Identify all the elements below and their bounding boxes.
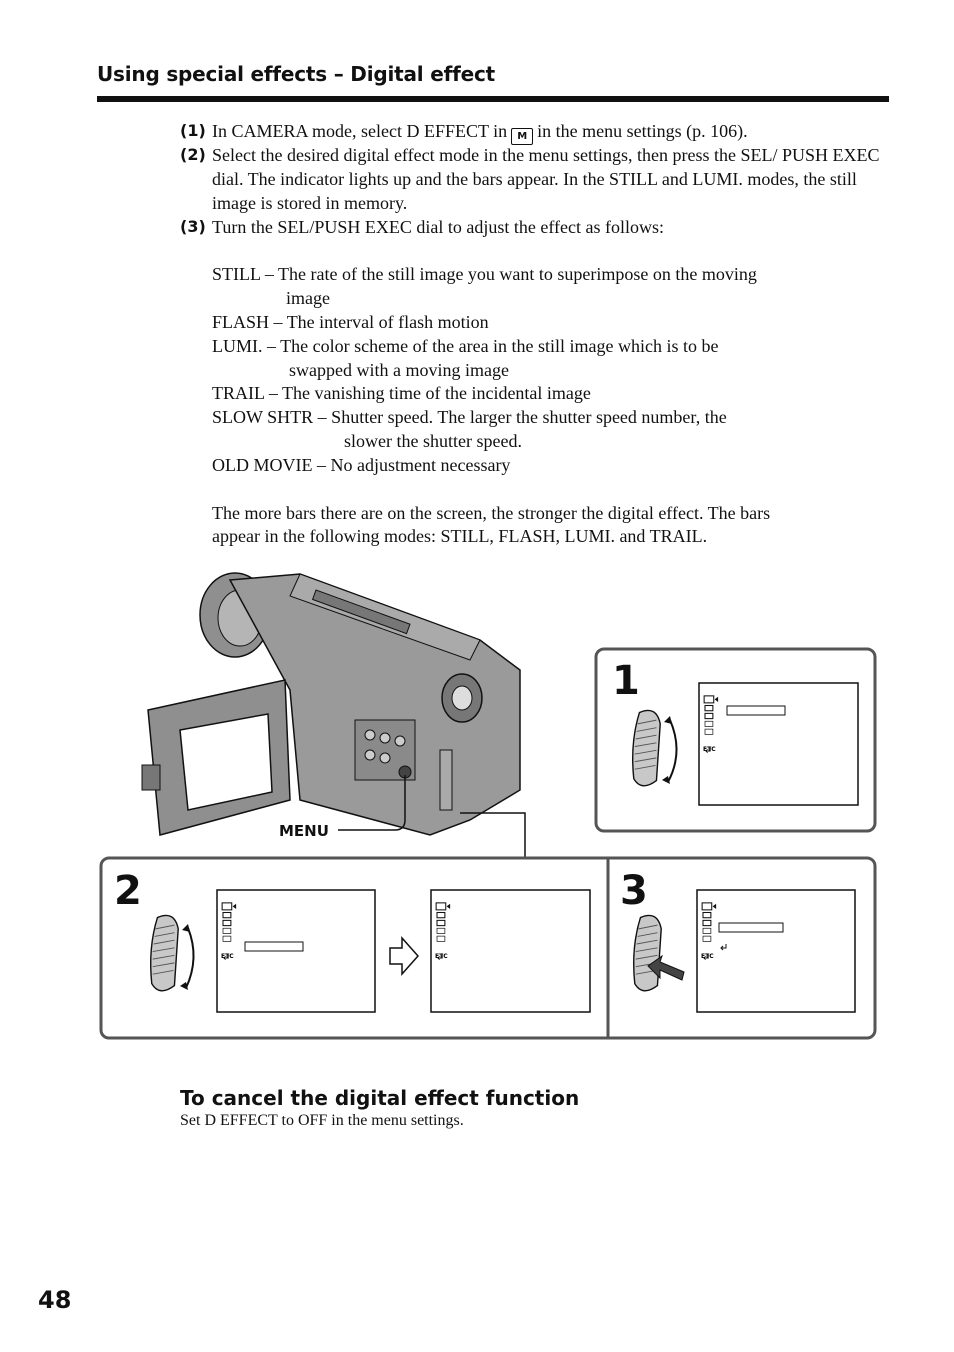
menu-screen [696,889,856,1013]
effect-lumi: LUMI. – The color scheme of the area in … [212,336,719,356]
title-rule [97,96,889,102]
camera-menu-icon: M [511,128,534,145]
step-number: (3) [180,217,206,236]
panel-number-3: 3 [620,868,648,914]
menu-screen [698,682,859,806]
panel-number-2: 2 [114,868,142,914]
menu-screen [430,889,591,1013]
etc-label: ETC [221,953,234,960]
step-text-part: In CAMERA mode, select D EFFECT in [212,121,508,141]
bars-note: The more bars there are on the screen, t… [212,503,771,523]
etc-label: ETC [435,953,448,960]
camcorder-illustration [141,572,521,836]
step-number: (1) [180,121,206,140]
etc-label: ETC [701,953,714,960]
effect-still-cont: image [286,288,330,308]
effect-trail: TRAIL – The vanishing time of the incide… [212,383,591,403]
step-text: Turn the SEL/PUSH EXEC dial to adjust th… [212,217,664,237]
dial-icon [149,914,179,992]
press-arrow-icon [647,954,685,981]
effect-old-movie: OLD MOVIE – No adjustment necessary [212,455,511,475]
arrow-right-icon [389,936,420,976]
cancel-text: Set D EFFECT to OFF in the menu settings… [180,1112,464,1129]
effect-still: STILL – The rate of the still image you … [212,264,757,284]
page-number: 48 [38,1286,72,1314]
menu-label: MENU [279,822,329,840]
effect-lumi-cont: swapped with a moving image [289,360,509,380]
bars-note-cont: appear in the following modes: STILL, FL… [212,526,708,546]
section-title: Using special effects – Digital effect [97,62,495,86]
effect-slow-shtr: SLOW SHTR – Shutter speed. The larger th… [212,407,727,427]
effect-slow-shtr-cont: slower the shutter speed. [344,431,522,451]
step-number: (2) [180,145,206,164]
effect-flash: FLASH – The interval of flash motion [212,312,489,332]
dial-icon [631,709,661,787]
panel-number-1: 1 [612,658,640,704]
illustration: MENU 1 ETC 2 ETC ETC 3 ETC [99,572,877,1040]
etc-label: ETC [703,746,716,753]
cancel-heading: To cancel the digital effect function [180,1086,580,1110]
step-text: Select the desired digital effect mode i… [212,145,880,213]
step-text-part: in the menu settings (p. 106). [537,121,748,141]
dial-icon [632,914,662,992]
